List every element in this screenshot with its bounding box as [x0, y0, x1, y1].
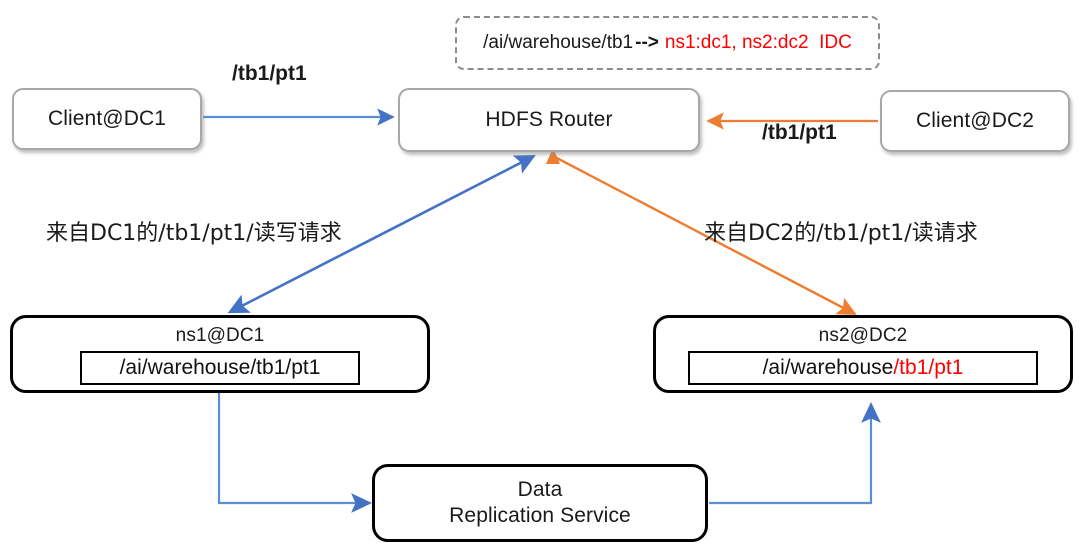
node-client-dc2-label: Client@DC2 [915, 108, 1035, 132]
node-replication-line1: Data [517, 477, 563, 501]
node-ns2-title: ns2@DC2 [818, 325, 908, 346]
node-ns1-path-box: /ai/warehouse/tb1/pt1 [80, 350, 360, 385]
node-ns1-title: ns1@DC1 [175, 325, 265, 346]
node-ns1-path: /ai/warehouse/tb1/pt1 [119, 355, 321, 379]
mount-table-note: /ai/warehouse/tb1 --> ns1:dc1, ns2:dc2 I… [455, 16, 880, 70]
node-ns2-dc2[interactable]: ns2@DC2 /ai/warehouse/tb1/pt1 [653, 315, 1073, 393]
node-client-dc2[interactable]: Client@DC2 [880, 90, 1070, 152]
mount-note-suffix: IDC [819, 32, 852, 53]
node-data-replication-service[interactable]: Data Replication Service [372, 464, 708, 542]
node-hdfs-router[interactable]: HDFS Router [398, 88, 700, 152]
node-ns1-dc1[interactable]: ns1@DC1 /ai/warehouse/tb1/pt1 [10, 315, 430, 393]
edge-label-client1: /tb1/pt1 [232, 62, 307, 85]
mount-note-targets: ns1:dc1, ns2:dc2 [664, 32, 809, 53]
node-ns2-path-black: /ai/warehouse [762, 355, 894, 379]
edge-router-ns2 [552, 154, 857, 316]
edge-router-ns2-head [546, 148, 560, 164]
edge-label-router-ns2: 来自DC2的/tb1/pt1/读请求 [704, 221, 978, 246]
node-replication-line2: Replication Service [449, 504, 631, 527]
node-ns2-path-red: /tb1/pt1 [893, 355, 964, 379]
edge-ns1-replication [217, 392, 372, 513]
edge-label-router-ns1: 来自DC1的/tb1/pt1/读写请求 [46, 221, 342, 246]
node-ns2-path-box: /ai/warehouse/tb1/pt1 [688, 350, 1038, 385]
edge-label-client2: /tb1/pt1 [762, 121, 837, 144]
node-hdfs-router-label: HDFS Router [485, 107, 613, 131]
edge-replication-ns2 [709, 402, 881, 505]
mount-note-arrow: --> [635, 32, 659, 53]
node-client-dc1[interactable]: Client@DC1 [12, 88, 202, 150]
edge-router-ns1 [227, 154, 536, 314]
mount-note-path: /ai/warehouse/tb1 [483, 32, 634, 53]
node-client-dc1-label: Client@DC1 [47, 106, 167, 130]
